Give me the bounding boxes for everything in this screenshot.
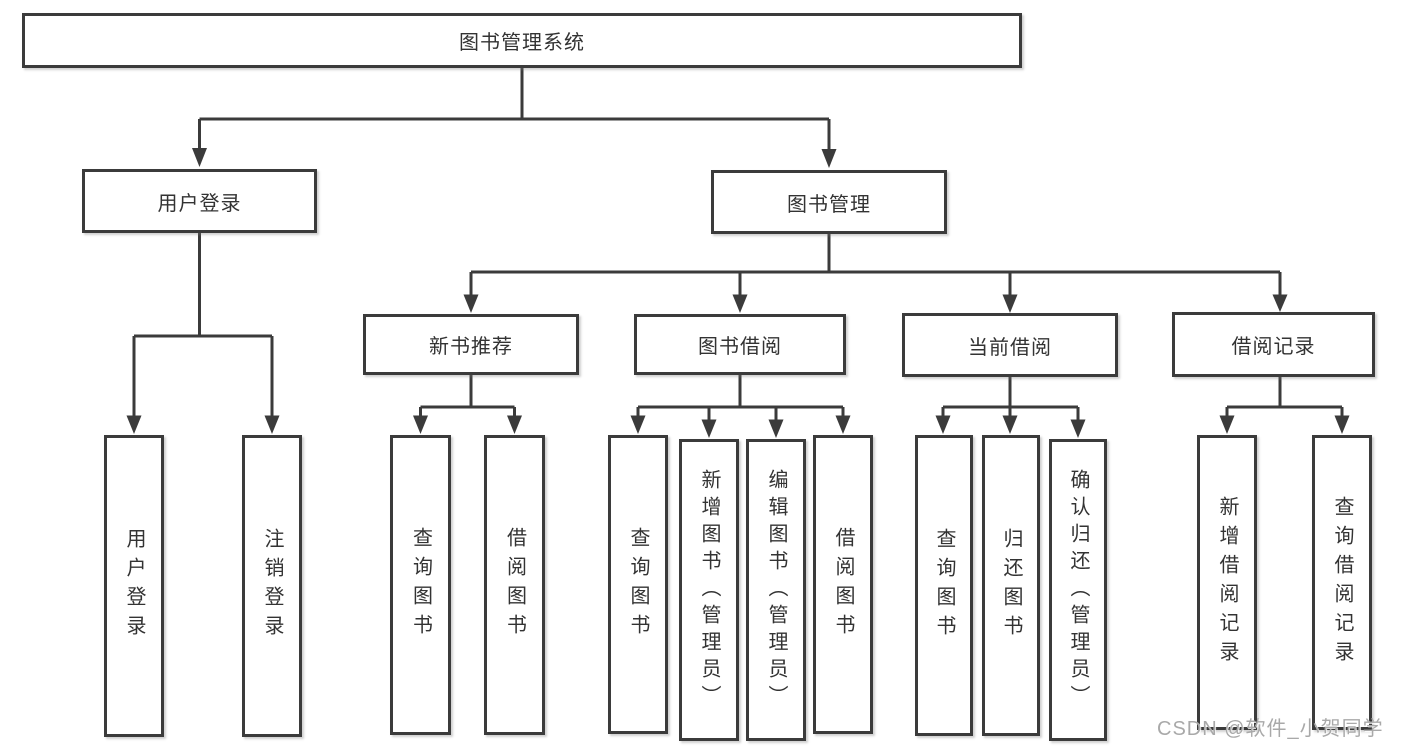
node-book-borrow: 图书借阅: [634, 314, 846, 375]
leaf-query-borrow-record: 查询借阅记录: [1312, 435, 1372, 730]
leaf-recommend-query-books: 查询图书: [390, 435, 451, 735]
leaf-borrow-query-books: 查询图书: [608, 435, 668, 734]
node-current-borrow: 当前借阅: [902, 313, 1118, 377]
leaf-add-book-admin: 新增图书（管理员）: [679, 439, 739, 741]
node-book-management: 图书管理: [711, 170, 947, 234]
watermark-text: CSDN @软件_小贺同学: [1157, 718, 1384, 740]
node-new-book-recommend: 新书推荐: [363, 314, 579, 375]
leaf-current-query-books: 查询图书: [915, 435, 973, 736]
node-root: 图书管理系统: [22, 13, 1022, 68]
leaf-user-login: 用户登录: [104, 435, 164, 737]
leaf-borrow-books: 借阅图书: [813, 435, 873, 734]
node-borrow-records: 借阅记录: [1172, 312, 1375, 377]
leaf-add-borrow-record: 新增借阅记录: [1197, 435, 1257, 730]
leaf-confirm-return-admin: 确认归还（管理员）: [1049, 439, 1107, 741]
leaf-edit-book-admin: 编辑图书（管理员）: [746, 439, 806, 741]
leaf-recommend-borrow-books: 借阅图书: [484, 435, 545, 735]
leaf-return-book: 归还图书: [982, 435, 1040, 736]
leaf-logout: 注销登录: [242, 435, 302, 737]
node-user-login: 用户登录: [82, 169, 317, 233]
